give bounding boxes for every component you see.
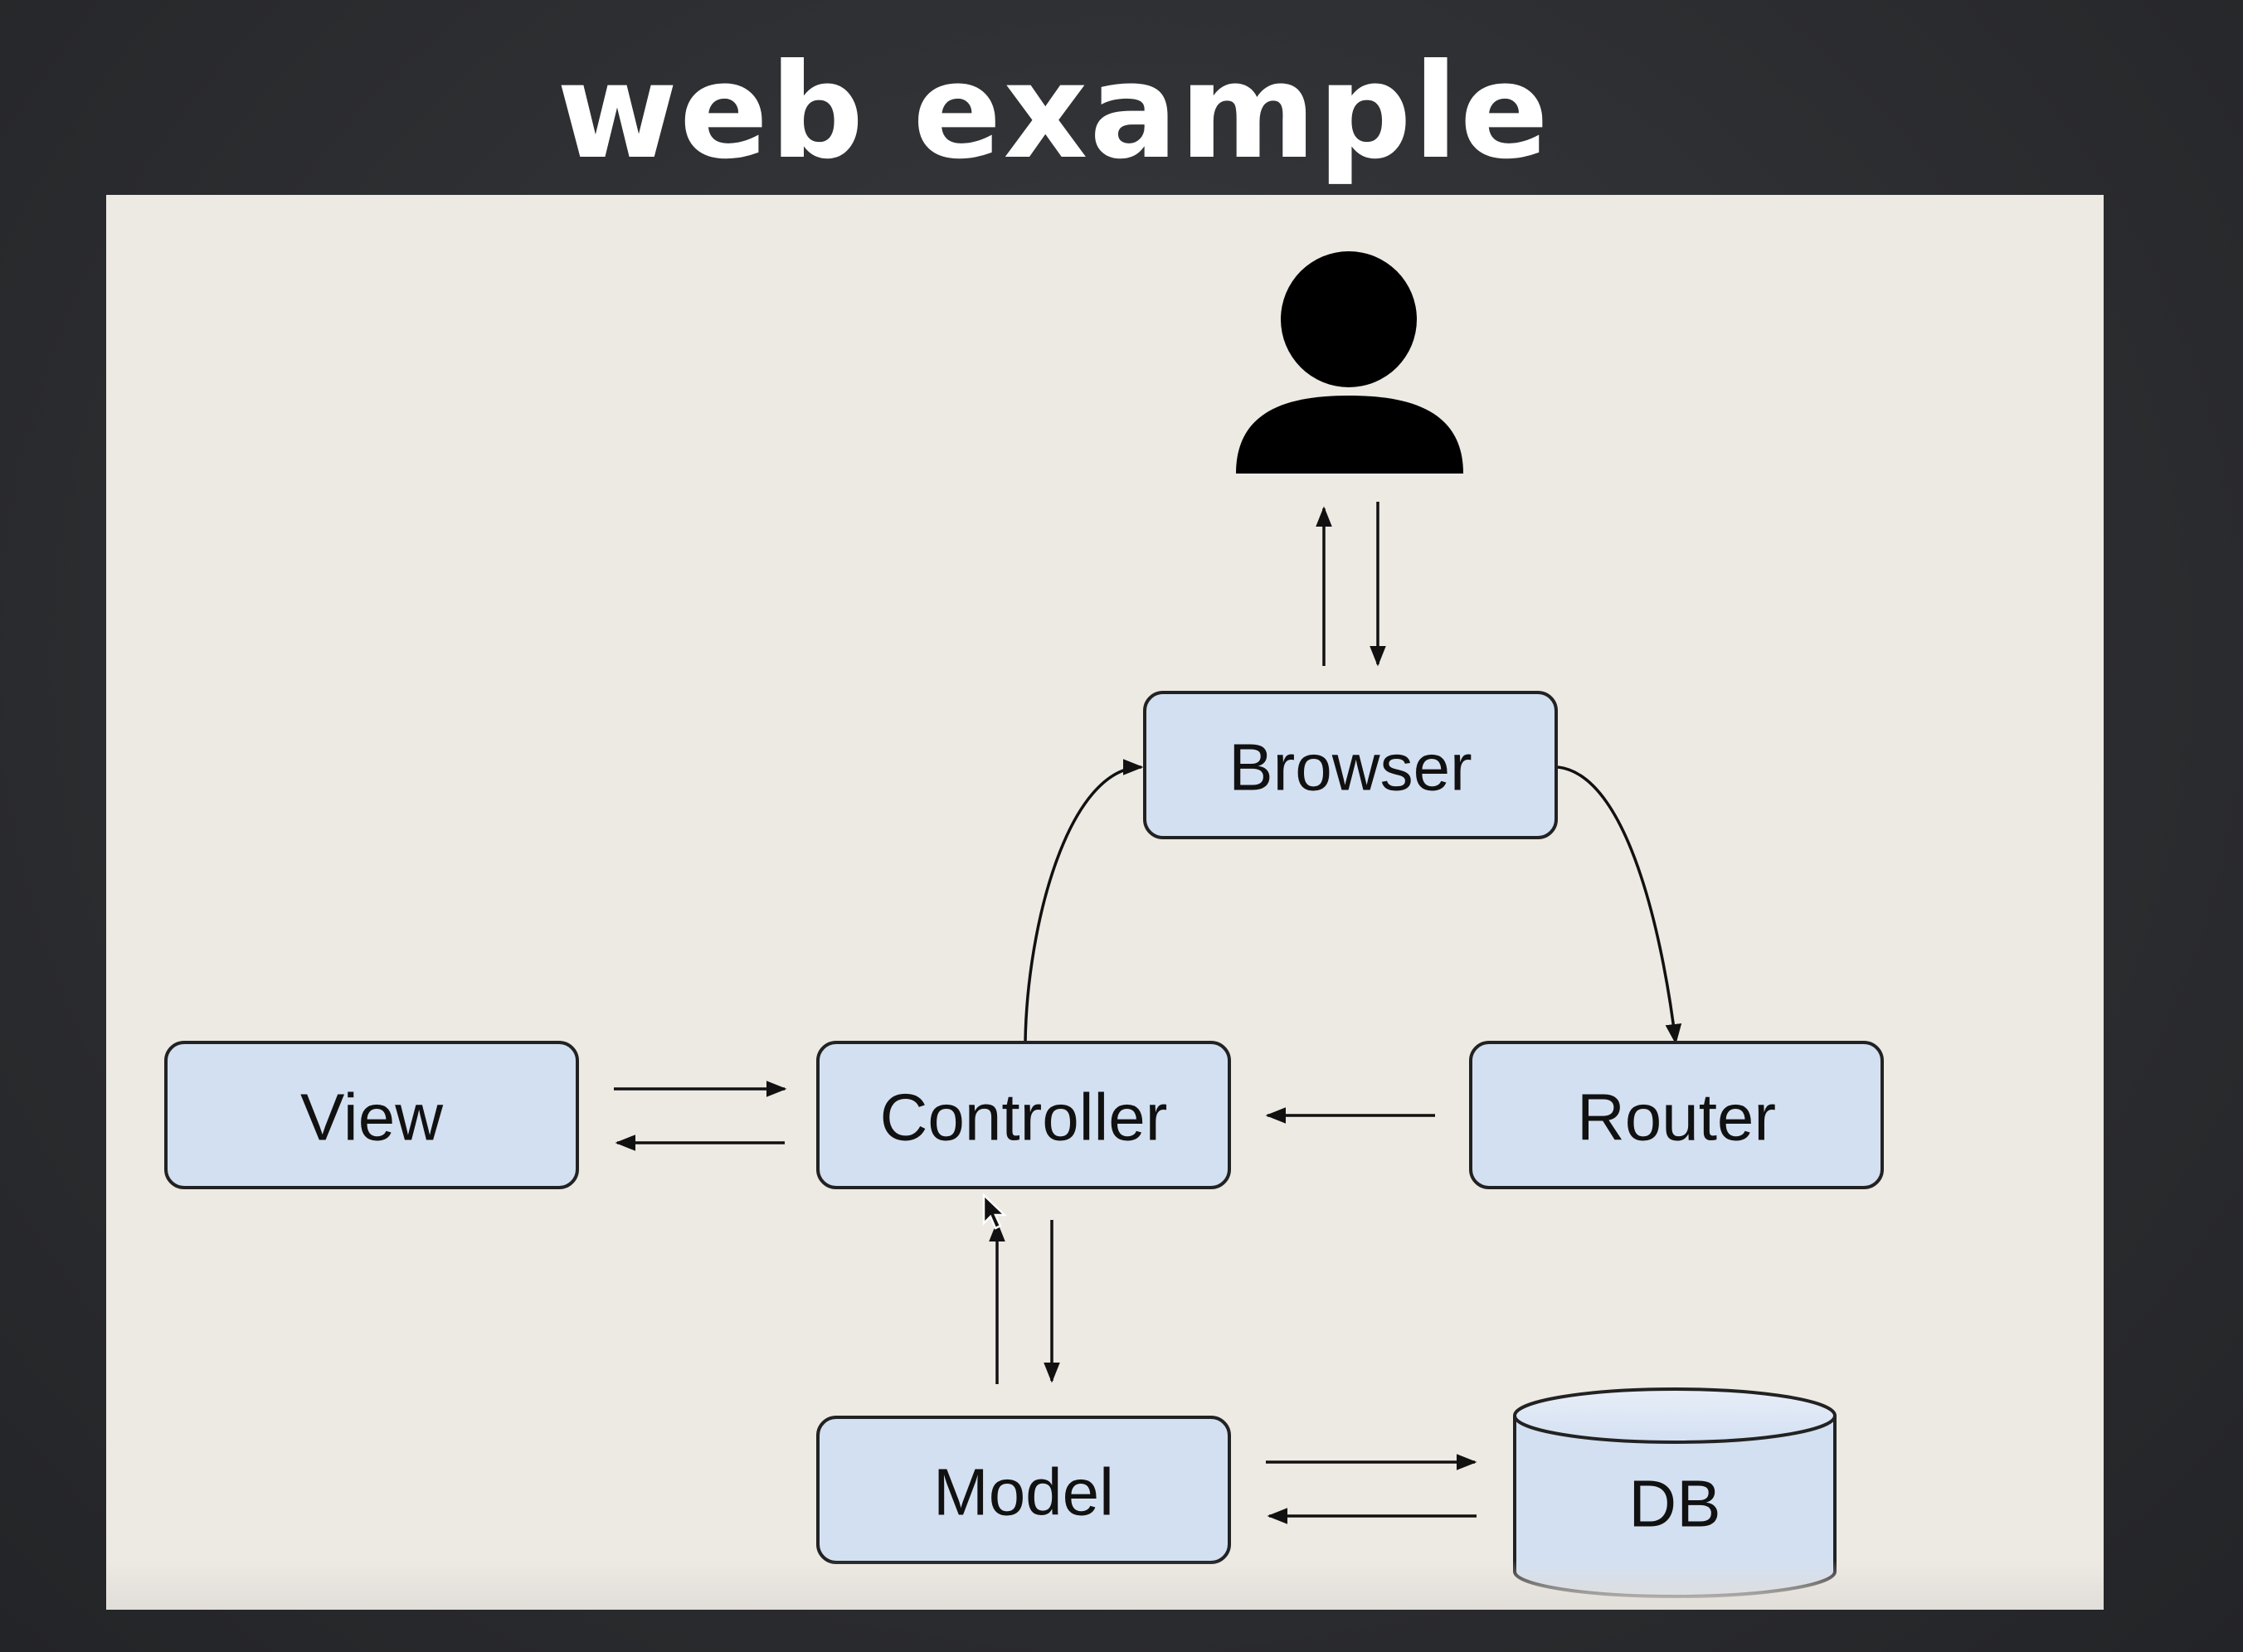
view-node: View	[164, 1041, 579, 1189]
router-label: Router	[1577, 1081, 1776, 1154]
browser-label: Browser	[1229, 731, 1472, 804]
arrow-browser-to-router	[1557, 765, 1682, 1045]
model-node: Model	[816, 1416, 1231, 1564]
db-label: DB	[1628, 1467, 1720, 1541]
browser-node: Browser	[1143, 691, 1558, 839]
mvc-diagram: Browser View Controller Router	[164, 251, 1884, 1598]
controller-node: Controller	[816, 1041, 1231, 1189]
router-node: Router	[1469, 1041, 1884, 1189]
slide-title: web example	[557, 36, 1550, 188]
view-label: View	[300, 1081, 443, 1154]
model-label: Model	[933, 1455, 1114, 1529]
person-icon	[1236, 251, 1463, 474]
arrow-controller-to-browser	[1024, 759, 1144, 1043]
controller-label: Controller	[880, 1081, 1168, 1154]
mouse-pointer-icon	[982, 1193, 1008, 1230]
diagram-panel: Browser View Controller Router	[106, 195, 2104, 1610]
db-node: DB	[1513, 1387, 1837, 1598]
